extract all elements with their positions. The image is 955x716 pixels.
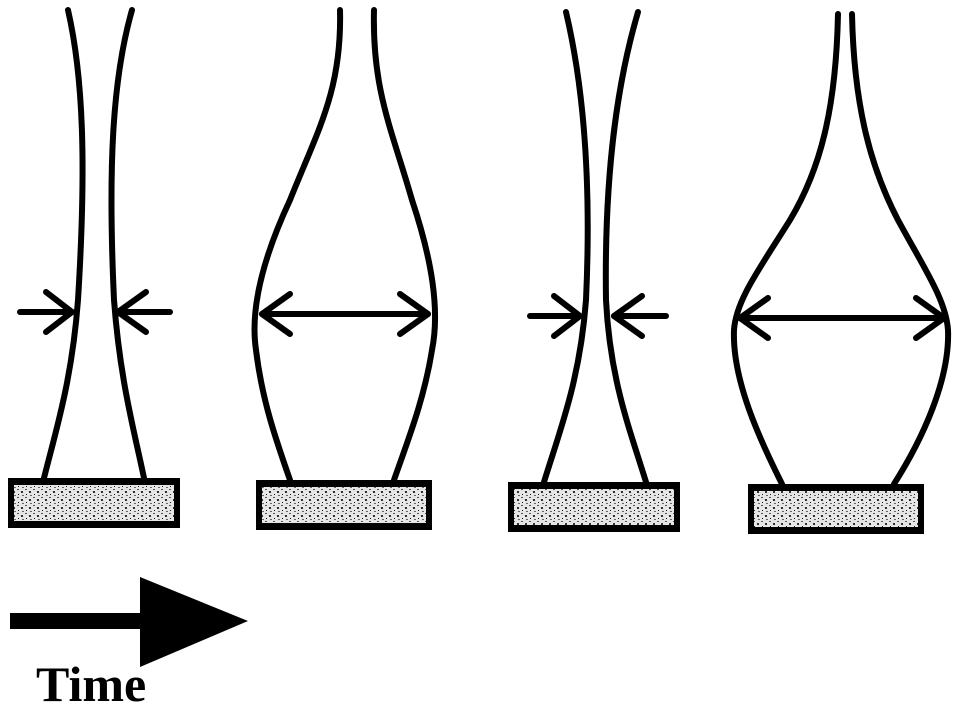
stage-1-left-wall bbox=[44, 10, 83, 478]
stage-2-left-wall bbox=[254, 10, 340, 480]
stage-1 bbox=[8, 10, 180, 528]
time-label: Time bbox=[36, 656, 146, 712]
stage-2-outward-arrow bbox=[262, 294, 428, 334]
stage-3-inward-arrow-right bbox=[614, 296, 666, 336]
stage-1-right-wall bbox=[111, 10, 144, 478]
stage-1-inward-arrow-right bbox=[118, 292, 170, 332]
stage-2 bbox=[254, 10, 435, 530]
stage-4-outward-arrow bbox=[740, 298, 944, 338]
stage-4-right-wall bbox=[852, 14, 948, 484]
stage-3-base bbox=[508, 482, 680, 532]
stage-4-left-wall bbox=[734, 14, 838, 484]
stage-4 bbox=[734, 14, 948, 534]
stage-4-base bbox=[748, 484, 924, 534]
stage-1-base bbox=[8, 478, 180, 528]
stage-1-inward-arrow-left bbox=[20, 292, 72, 332]
stage-3-right-wall bbox=[606, 12, 646, 482]
stage-3-inward-arrow-left bbox=[530, 296, 580, 336]
stage-3-left-wall bbox=[544, 12, 588, 482]
stage-2-base bbox=[256, 480, 432, 530]
time-arrow bbox=[10, 577, 248, 667]
stage-3 bbox=[508, 12, 680, 532]
stage-2-right-wall bbox=[374, 10, 435, 480]
